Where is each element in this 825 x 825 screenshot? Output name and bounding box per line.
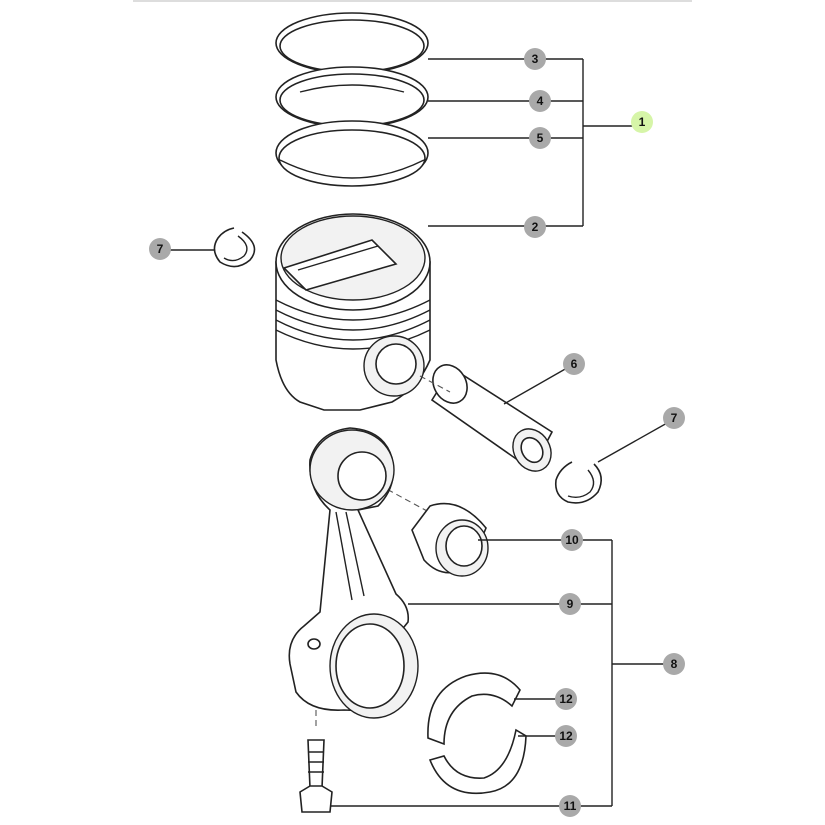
callout-12-upper[interactable]: 12	[555, 688, 577, 710]
callout-8[interactable]: 8	[663, 653, 685, 675]
callout-7-right-label: 7	[671, 411, 678, 425]
piston-ring-4[interactable]	[275, 66, 429, 128]
callout-3-label: 3	[532, 52, 539, 66]
callout-2[interactable]: 2	[524, 216, 546, 238]
callout-4-label: 4	[537, 94, 544, 108]
bearing-shell-upper[interactable]	[427, 672, 521, 746]
callout-5[interactable]: 5	[529, 127, 551, 149]
callout-1[interactable]: 1	[631, 111, 653, 133]
callout-7-left-label: 7	[157, 242, 164, 256]
callout-8-label: 8	[671, 657, 678, 671]
callout-12-upper-label: 12	[559, 692, 573, 706]
callout-9[interactable]: 9	[559, 593, 581, 615]
piston-pin[interactable]	[426, 359, 558, 478]
callout-12-lower[interactable]: 12	[555, 725, 577, 747]
connecting-rod[interactable]	[288, 427, 419, 719]
callout-4[interactable]: 4	[529, 90, 551, 112]
callout-12-lower-label: 12	[559, 729, 573, 743]
callout-2-label: 2	[532, 220, 539, 234]
piston-ring-5[interactable]	[275, 120, 429, 187]
callout-9-label: 9	[567, 597, 574, 611]
callout-5-label: 5	[537, 131, 544, 145]
callout-3[interactable]: 3	[524, 48, 546, 70]
circlip-left[interactable]	[213, 227, 256, 268]
callout-6[interactable]: 6	[563, 353, 585, 375]
axis-pin	[419, 375, 451, 393]
circlip-right[interactable]	[554, 461, 602, 504]
piston[interactable]	[275, 213, 431, 411]
callout-6-label: 6	[571, 357, 578, 371]
callout-7-right[interactable]: 7	[663, 407, 685, 429]
piston-ring-3[interactable]	[275, 12, 429, 74]
rod-bolt[interactable]	[299, 739, 333, 813]
callout-11-label: 11	[564, 799, 577, 813]
callout-11[interactable]: 11	[559, 795, 581, 817]
callout-1-label: 1	[639, 115, 646, 129]
callout-10[interactable]: 10	[561, 529, 583, 551]
callout-7-left[interactable]: 7	[149, 238, 171, 260]
callout-10-label: 10	[565, 533, 579, 547]
small-end-bushing[interactable]	[411, 502, 489, 577]
